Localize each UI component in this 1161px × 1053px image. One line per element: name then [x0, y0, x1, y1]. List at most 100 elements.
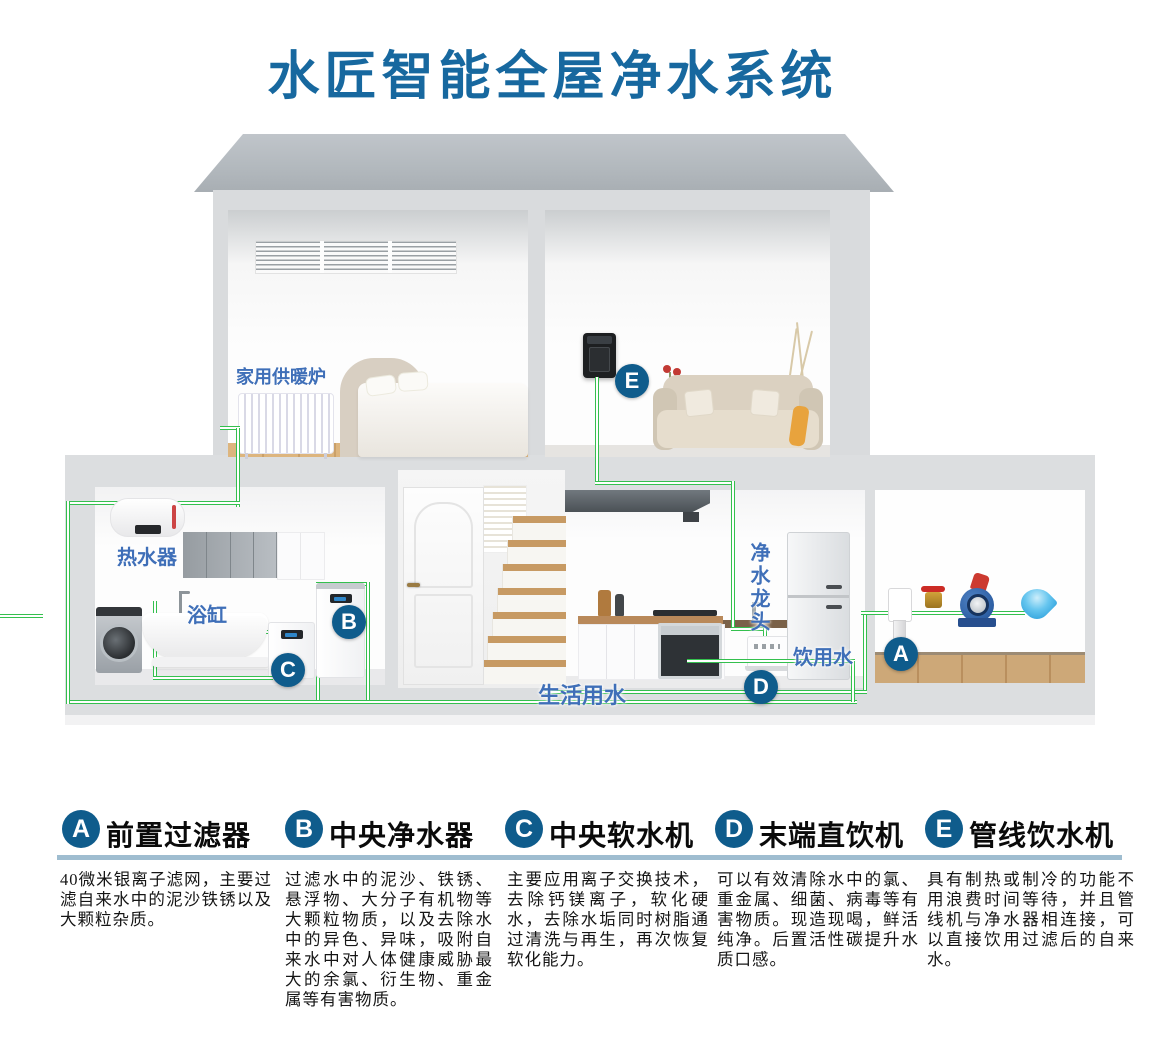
pipe-main-inlet	[861, 611, 1025, 615]
fridge	[787, 532, 850, 680]
dry-branch	[788, 328, 798, 380]
wall-cabinet-white	[277, 532, 325, 580]
interior-door	[403, 487, 484, 685]
pipe-inlet-riser	[863, 613, 867, 692]
stair-step	[497, 588, 566, 612]
side-counter	[723, 620, 793, 628]
sofa-pillow	[683, 388, 715, 418]
legend-desc-softener: 主要应用离子交换技术，去除钙镁离子，软化硬水，去除水垢同时树脂通过清洗与再生，再…	[507, 870, 709, 969]
pipe-tap-hook	[731, 627, 767, 631]
wall-cabinet-gray	[183, 532, 277, 578]
badge-e: E	[615, 364, 649, 398]
cooktop	[653, 610, 717, 616]
living-room	[545, 210, 830, 457]
bottle	[598, 590, 611, 616]
bathtub-pedestal	[152, 657, 270, 667]
pipe-main-bottom	[70, 700, 857, 704]
dispenser-door	[589, 347, 610, 372]
bathtub-label: 浴缸	[187, 605, 227, 627]
legend-title-direct-drinking: 末端直饮机	[759, 820, 905, 851]
pipe-kitchen-riser	[731, 481, 735, 631]
bottle	[615, 594, 624, 616]
legend-title-softener: 中央软水机	[549, 820, 695, 851]
water-heater-label: 热水器	[117, 547, 177, 569]
water-meter-dial	[967, 594, 989, 616]
door-handle	[407, 583, 420, 587]
legend-title-prefilter: 前置过滤器	[106, 820, 252, 851]
legend-title-purifier: 中央净水器	[329, 820, 475, 851]
prefilter-device	[888, 588, 912, 622]
legend-desc-direct-drinking: 可以有效清除水中的氯、重金属、细菌、病毒等有害物质。现造现喝，鲜活纯净。后置活性…	[717, 870, 919, 969]
oven	[658, 623, 722, 679]
stair-step	[512, 516, 566, 540]
house-roof	[194, 134, 894, 192]
sofa-pillow	[749, 388, 781, 418]
pipe-drinking-run	[687, 659, 855, 663]
pipe-slab-run	[595, 481, 735, 485]
water-heater-panel	[134, 525, 161, 534]
pipeline-dispenser-device	[583, 333, 616, 378]
legend-badge-e: E	[925, 810, 963, 848]
direct-drinking-unit	[745, 636, 791, 671]
legend-desc-purifier: 过滤水中的泥沙、铁锈、悬浮物、大分子有机物等大颗粒物质，以及去除水中的异色、异味…	[285, 870, 493, 1009]
flower	[673, 368, 681, 376]
pipe-tap-drop	[763, 627, 767, 643]
pipe-left-riser	[66, 501, 70, 704]
fridge-handle	[826, 585, 842, 589]
washer-drum	[100, 624, 138, 663]
pipe-bathtub-run	[153, 676, 273, 680]
legend-title-pipeline-dispenser: 管线饮水机	[969, 820, 1115, 851]
bathroom: 热水器 浴缸	[95, 487, 385, 685]
stair-step	[482, 660, 566, 684]
stair-step	[492, 612, 566, 636]
bed-pillow	[397, 370, 429, 393]
legend-badge-d: D	[715, 810, 753, 848]
pipe-radiator-down	[236, 428, 240, 507]
legend-badge-b: B	[285, 810, 323, 848]
pipe-fridge-down	[851, 661, 855, 702]
purified-tap	[752, 602, 756, 620]
kitchen: 净水龙头 饮用水	[565, 490, 865, 688]
bed-mattress	[358, 383, 528, 457]
drinking-water-label: 饮用水	[793, 647, 853, 669]
hallway	[398, 470, 566, 688]
domestic-water-label: 生活用水	[538, 683, 627, 708]
tub-faucet	[179, 591, 182, 615]
badge-b: B	[332, 605, 366, 639]
shutoff-valve	[925, 592, 942, 608]
dispenser-screen	[587, 336, 612, 344]
range-hood-vent	[683, 512, 699, 522]
bathtub	[142, 613, 268, 659]
washing-machine	[96, 607, 142, 673]
heating-furnace-label: 家用供暖炉	[236, 367, 326, 387]
legend-badge-c: C	[505, 810, 543, 848]
kitchen-countertop	[578, 616, 723, 624]
living-room-floor	[545, 445, 830, 457]
pipe-purifier-right	[366, 582, 370, 704]
legend-desc-prefilter: 40微米银离子滤网，主要过滤自来水中的泥沙铁锈以及大颗粒杂质。	[60, 870, 272, 929]
fridge-handle	[826, 605, 842, 609]
pipe-domestic-run	[545, 690, 867, 694]
purifier-unit	[316, 583, 365, 678]
legend-badge-a: A	[62, 810, 100, 848]
badge-d: D	[744, 670, 778, 704]
water-heater	[110, 498, 185, 537]
range-hood	[565, 490, 710, 512]
ac-vent	[255, 240, 457, 274]
legend-divider	[57, 855, 1122, 860]
valve-handle	[921, 586, 945, 592]
bedroom: 家用供暖炉	[228, 210, 528, 459]
flower	[663, 365, 671, 373]
house-shadow	[65, 715, 1095, 725]
legend-desc-pipeline-dispenser: 具有制热或制冷的功能不用浪费时间等待，并且管线机与净水器相连接，可以直接饮用过滤…	[927, 870, 1135, 969]
pipe-radiator-stub	[220, 426, 240, 430]
pipe-inlet-stub	[0, 614, 43, 618]
badge-a: A	[884, 637, 918, 671]
badge-c: C	[271, 653, 305, 687]
page-title: 水匠智能全屋净水系统	[267, 48, 838, 106]
radiator	[238, 393, 334, 459]
water-drop-icon	[1015, 581, 1059, 625]
stair-step	[502, 564, 566, 588]
purified-tap-label: 净水龙头	[747, 542, 769, 634]
